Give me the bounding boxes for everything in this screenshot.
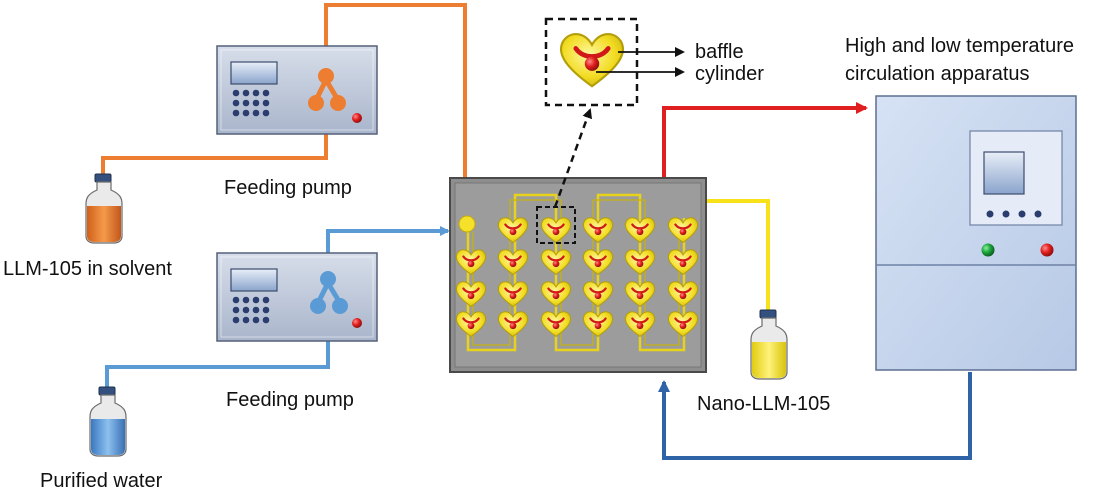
bottle-icon-llm-solvent — [85, 173, 123, 244]
bottle-icon-nano-product — [750, 309, 788, 380]
zoom-connector — [553, 108, 592, 208]
label-llm-solvent: LLM-105 in solvent — [3, 258, 172, 280]
label-baffle: baffle — [695, 41, 744, 63]
label-feeding-pump-2: Feeding pump — [226, 389, 354, 411]
pump-indicator-light — [352, 318, 362, 328]
return-line — [658, 372, 972, 460]
feeding-pump-1 — [216, 45, 378, 135]
pump-head-icon — [310, 271, 348, 314]
apparatus-buttons — [986, 210, 1042, 218]
pump-indicator-light — [352, 113, 362, 123]
serpentine-channel — [466, 193, 686, 352]
inset-zoom — [544, 17, 685, 107]
reactor-plate — [449, 177, 707, 373]
circulation-apparatus — [875, 95, 1077, 371]
bottle-icon-purified-water — [89, 386, 127, 457]
pump-screen — [230, 268, 278, 292]
outlet-line-red — [662, 102, 868, 178]
pump-keypad — [232, 296, 270, 324]
label-circulation-line1: High and low temperature — [845, 35, 1074, 57]
label-cylinder: cylinder — [695, 63, 764, 85]
label-circulation-line2: circulation apparatus — [845, 63, 1030, 85]
label-nano-product: Nano-LLM-105 — [697, 393, 830, 415]
pump-keypad — [232, 89, 270, 117]
label-feeding-pump-1: Feeding pump — [224, 177, 352, 199]
pump-head-icon — [308, 68, 346, 111]
reactor-inlet — [458, 215, 476, 233]
blue-feed-line — [105, 226, 450, 389]
pump-screen — [230, 61, 278, 85]
apparatus-screen — [983, 151, 1025, 195]
apparatus-green-light — [981, 243, 995, 257]
feeding-pump-2 — [216, 252, 378, 342]
label-purified-water: Purified water — [40, 470, 163, 492]
apparatus-red-light — [1040, 243, 1054, 257]
